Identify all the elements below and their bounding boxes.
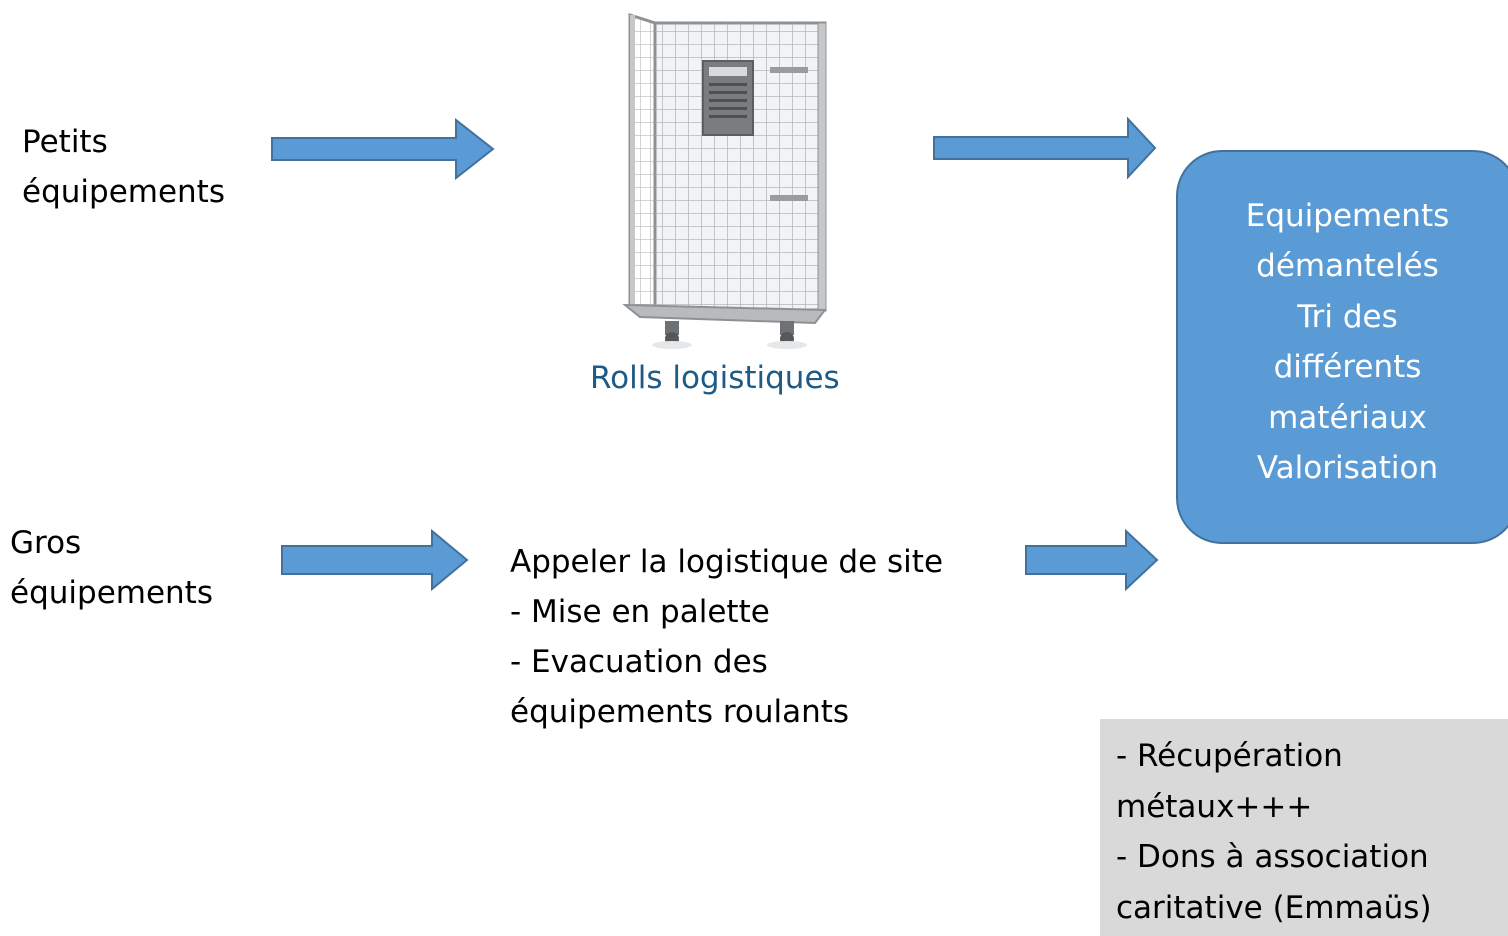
result-line-3: Tri des bbox=[1297, 298, 1398, 335]
result-line-1: Equipements bbox=[1245, 197, 1450, 234]
note-line-4: caritative (Emmaüs) bbox=[1116, 889, 1432, 926]
result-box: Equipements démantelés Tri des différent… bbox=[1176, 150, 1508, 544]
note-line-1: - Récupération bbox=[1116, 738, 1343, 774]
procedure-line-1: Appeler la logistique de site bbox=[510, 544, 944, 580]
result-line-6: Valorisation bbox=[1256, 450, 1439, 486]
small-equipment-line-2: équipements bbox=[22, 174, 225, 210]
large-equipment-line-1: Gros bbox=[10, 525, 82, 561]
result-line-5: matériaux bbox=[1268, 399, 1427, 436]
small-equipment-line-1: Petits bbox=[22, 124, 108, 160]
arrow-small-to-roll bbox=[271, 118, 495, 180]
roll-caption: Rolls logistiques bbox=[590, 360, 840, 396]
wire-roll-cage-icon bbox=[622, 12, 827, 349]
large-equipment-label: Gros équipements bbox=[10, 518, 213, 618]
note-line-2: métaux+++ bbox=[1116, 788, 1313, 825]
procedure-line-3: - Evacuation des bbox=[510, 644, 768, 680]
arrow-large-to-procedure bbox=[281, 529, 469, 591]
note-box: - Récupération métaux+++ - Dons à associ… bbox=[1100, 719, 1508, 936]
arrow-procedure-to-result bbox=[1025, 529, 1159, 591]
note-line-3: - Dons à association bbox=[1116, 839, 1429, 875]
procedure-line-2: - Mise en palette bbox=[510, 594, 770, 630]
procedure-text: Appeler la logistique de site - Mise en … bbox=[510, 537, 943, 737]
result-line-2: démantelés bbox=[1256, 248, 1439, 284]
large-equipment-line-2: équipements bbox=[10, 575, 213, 611]
arrow-roll-to-result bbox=[933, 117, 1157, 179]
small-equipment-label: Petits équipements bbox=[22, 117, 225, 217]
result-line-4: différents bbox=[1273, 349, 1422, 385]
procedure-line-4: équipements roulants bbox=[510, 694, 850, 730]
